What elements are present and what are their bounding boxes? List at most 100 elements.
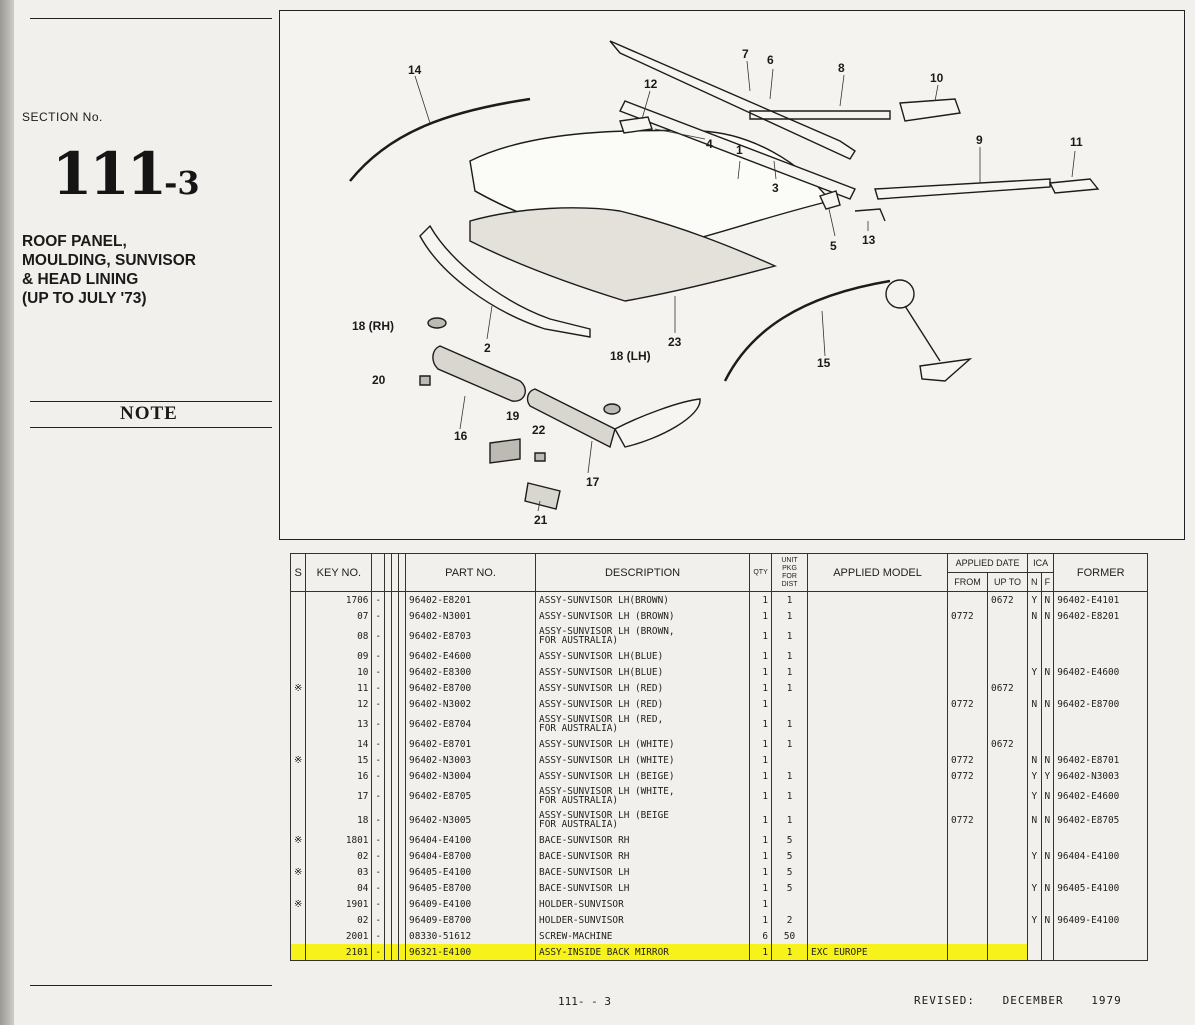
cell-sep xyxy=(398,848,407,864)
cell-part: 96402-N3001 xyxy=(405,608,537,624)
cell-key: 17 xyxy=(305,784,373,808)
cell-sep xyxy=(398,752,407,768)
cell-f: N xyxy=(1040,880,1055,896)
part-3-rail xyxy=(619,100,856,200)
cell-desc: ASSY-SUNVISOR LH (BEIGE) xyxy=(535,768,751,784)
cell-qty: 1 xyxy=(749,608,773,624)
callout-5: 5 xyxy=(830,239,837,253)
cell-n xyxy=(1027,928,1042,944)
cell-s xyxy=(289,784,307,808)
cell-former xyxy=(1053,928,1149,944)
cell-unit: 1 xyxy=(771,664,809,680)
cell-f xyxy=(1040,864,1055,880)
cell-sep xyxy=(398,768,407,784)
part-13-clip xyxy=(854,208,886,222)
cell-unit: 1 xyxy=(771,648,809,664)
section-number-main: 111 xyxy=(52,140,167,208)
part-18-lh-base xyxy=(603,403,621,415)
cell-sep xyxy=(398,591,407,608)
cell-desc: ASSY-SUNVISOR LH(BLUE) xyxy=(535,664,751,680)
cell-key: 14 xyxy=(305,736,373,752)
callout-3: 3 xyxy=(772,181,779,195)
cell-sep xyxy=(384,808,393,832)
cell-from xyxy=(947,896,989,912)
cell-f: N xyxy=(1040,664,1055,680)
section-number: 111-3 xyxy=(52,140,200,208)
cell-key: 18 xyxy=(305,808,373,832)
cell-f xyxy=(1040,944,1055,961)
cell-former: 96402-E8705 xyxy=(1053,808,1149,832)
cell-upto xyxy=(987,864,1029,880)
cell-qty: 1 xyxy=(749,591,773,608)
cell-sep xyxy=(384,591,393,608)
cell-from xyxy=(947,648,989,664)
cell-n xyxy=(1027,648,1042,664)
cell-s xyxy=(289,664,307,680)
cell-desc: ASSY-SUNVISOR LH (BEIGE FOR AUSTRALIA) xyxy=(535,808,751,832)
cell-unit: 1 xyxy=(771,591,809,608)
cell-from: 0772 xyxy=(947,752,989,768)
cell-s: ※ xyxy=(289,864,307,880)
cell-sep xyxy=(391,896,400,912)
cell-key: 13 xyxy=(305,712,373,736)
cell-from xyxy=(947,664,989,680)
cell-upto xyxy=(987,944,1029,961)
table-header-row: S KEY NO. PART NO. DESCRIPTION QTY UNIT … xyxy=(289,553,1149,592)
cell-former xyxy=(1053,864,1149,880)
cell-part: 08330-51612 xyxy=(405,928,537,944)
cell-sep: - xyxy=(371,712,386,736)
callout-9: 9 xyxy=(976,133,983,147)
cell-s xyxy=(289,928,307,944)
col-unit: UNIT PKG FOR DIST xyxy=(771,553,809,592)
revised-date: REVISED: DECEMBER 1979 xyxy=(914,994,1122,1007)
col-sep-4 xyxy=(398,553,407,592)
cell-from xyxy=(947,784,989,808)
cell-upto xyxy=(987,624,1029,648)
callout-18-lh: 18 (LH) xyxy=(610,349,651,363)
parts-table: S KEY NO. PART NO. DESCRIPTION QTY UNIT … xyxy=(289,553,1149,961)
cell-sep: - xyxy=(371,896,386,912)
cell-sep xyxy=(391,736,400,752)
callout-16: 16 xyxy=(454,429,468,443)
cell-model xyxy=(807,808,949,832)
part-9-rail xyxy=(874,178,1051,200)
cell-upto xyxy=(987,664,1029,680)
cell-unit: 1 xyxy=(771,736,809,752)
cell-f xyxy=(1040,712,1055,736)
cell-desc: HOLDER-SUNVISOR xyxy=(535,912,751,928)
cell-sep xyxy=(384,624,393,648)
cell-former xyxy=(1053,896,1149,912)
cell-upto xyxy=(987,648,1029,664)
cell-part: 96409-E4100 xyxy=(405,896,537,912)
cell-n: Y xyxy=(1027,768,1042,784)
cell-model xyxy=(807,696,949,712)
cell-key: 08 xyxy=(305,624,373,648)
cell-model xyxy=(807,832,949,848)
cell-sep xyxy=(391,784,400,808)
cell-s xyxy=(289,696,307,712)
cell-sep: - xyxy=(371,864,386,880)
cell-sep xyxy=(384,712,393,736)
cell-desc: ASSY-SUNVISOR LH(BLUE) xyxy=(535,648,751,664)
cell-model xyxy=(807,624,949,648)
cell-former: 96404-E4100 xyxy=(1053,848,1149,864)
cell-sep xyxy=(384,912,393,928)
cell-sep xyxy=(391,696,400,712)
cell-key: 11 xyxy=(305,680,373,696)
cell-qty: 1 xyxy=(749,624,773,648)
cell-model xyxy=(807,712,949,736)
cell-part: 96402-E8705 xyxy=(405,784,537,808)
detail-circle xyxy=(885,279,915,309)
col-upto: UP TO xyxy=(987,572,1029,592)
cell-model xyxy=(807,880,949,896)
cell-qty: 1 xyxy=(749,848,773,864)
part-2-header xyxy=(419,224,591,338)
cell-sep xyxy=(391,848,400,864)
cell-sep xyxy=(391,752,400,768)
cell-sep xyxy=(384,944,393,961)
cell-sep: - xyxy=(371,944,386,961)
